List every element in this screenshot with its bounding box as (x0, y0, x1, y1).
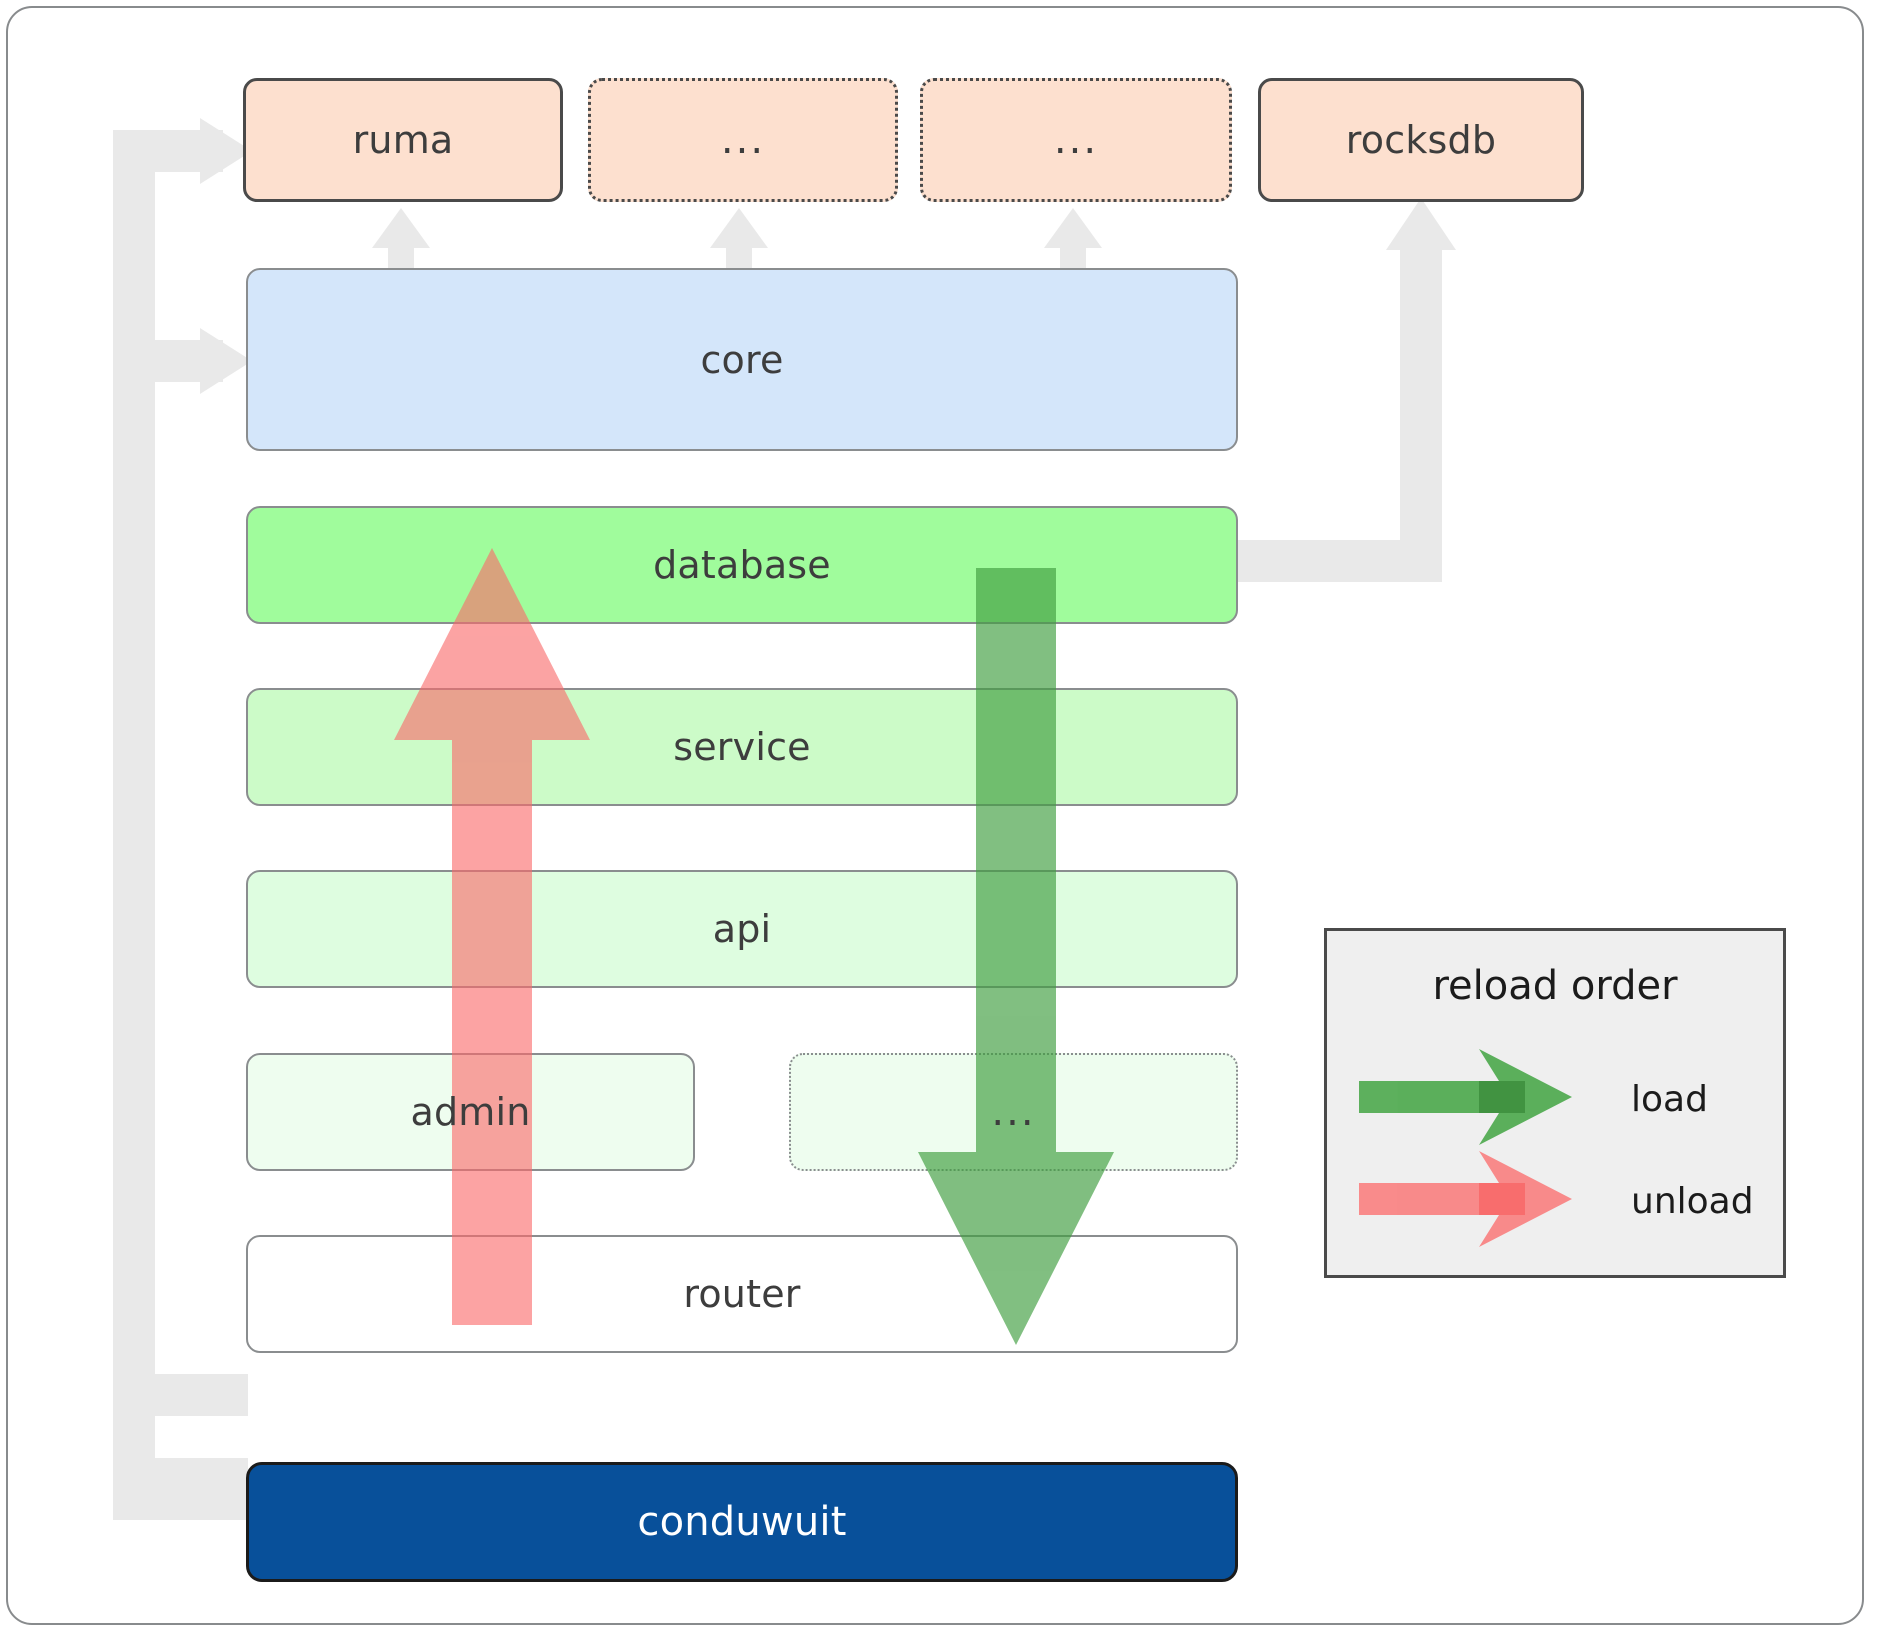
legend-label-unload: unload (1631, 1181, 1754, 1222)
node-label: api (712, 907, 772, 951)
node-core[interactable]: core (246, 268, 1238, 451)
node-label: core (700, 337, 784, 382)
node-api[interactable]: api (246, 870, 1238, 988)
node-rocksdb[interactable]: rocksdb (1258, 78, 1584, 202)
legend-title: reload order (1432, 963, 1678, 1009)
node-stack-placeholder[interactable]: ... (789, 1053, 1238, 1171)
node-service[interactable]: service (246, 688, 1238, 806)
node-label: ... (1053, 117, 1099, 163)
node-label: ruma (352, 118, 454, 162)
node-label: ... (991, 1089, 1036, 1135)
diagram-frame (6, 6, 1864, 1625)
node-router[interactable]: router (246, 1235, 1238, 1353)
node-dependency-placeholder-1[interactable]: ... (588, 78, 898, 202)
node-admin[interactable]: admin (246, 1053, 695, 1171)
node-dependency-placeholder-2[interactable]: ... (920, 78, 1232, 202)
node-label: router (683, 1272, 801, 1316)
node-label: admin (410, 1090, 531, 1134)
node-label: service (673, 725, 811, 769)
node-label: conduwuit (637, 1499, 847, 1545)
node-label: database (653, 543, 831, 587)
legend-unload-arrow (1359, 1151, 1572, 1247)
node-label: rocksdb (1345, 118, 1497, 162)
legend-arrows (1359, 1049, 1572, 1247)
node-conduwuit[interactable]: conduwuit (246, 1462, 1238, 1582)
legend-load-arrow (1359, 1049, 1572, 1145)
legend-panel: reload order load unload (1324, 928, 1786, 1278)
node-ruma[interactable]: ruma (243, 78, 563, 202)
node-label: ... (720, 117, 766, 163)
node-database[interactable]: database (246, 506, 1238, 624)
legend-label-load: load (1631, 1079, 1708, 1120)
